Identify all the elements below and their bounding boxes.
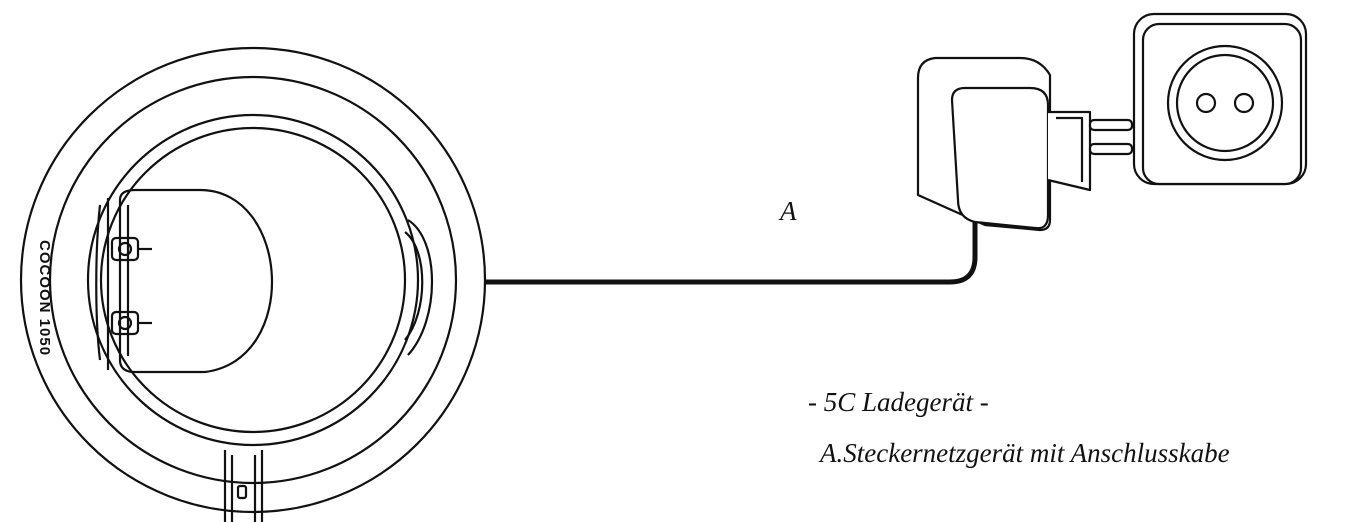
charging-pin-top xyxy=(110,236,152,262)
charger-cable xyxy=(484,222,978,285)
dock-outer-ring xyxy=(19,46,487,514)
charging-dock xyxy=(19,46,487,522)
socket-inner-ring xyxy=(1175,53,1275,153)
wall-socket xyxy=(1132,12,1308,186)
dock-bowl-outer xyxy=(86,113,420,447)
socket-hole-right xyxy=(1233,92,1255,114)
dock-bowl-inner xyxy=(99,126,407,434)
caption-title: - 5C Ladegerät - xyxy=(808,387,989,417)
adapter-front-face xyxy=(950,86,1050,230)
cable-label: A xyxy=(780,196,797,226)
charging-pin-bottom xyxy=(110,310,152,336)
caption-item: A.Steckernetzgerät mit Anschlusskabe xyxy=(820,438,1230,468)
dock-brand-text: COCOON 1050 xyxy=(36,240,53,356)
dock-bezel-ring xyxy=(48,75,458,485)
dock-front-slot xyxy=(223,450,264,522)
dock-side-knob xyxy=(407,219,433,356)
socket-hole-left xyxy=(1195,92,1217,114)
dock-cradle xyxy=(118,188,274,374)
adapter-prong-bottom xyxy=(1088,142,1134,156)
adapter-prong-top xyxy=(1088,118,1134,132)
power-adapter xyxy=(916,56,1134,232)
